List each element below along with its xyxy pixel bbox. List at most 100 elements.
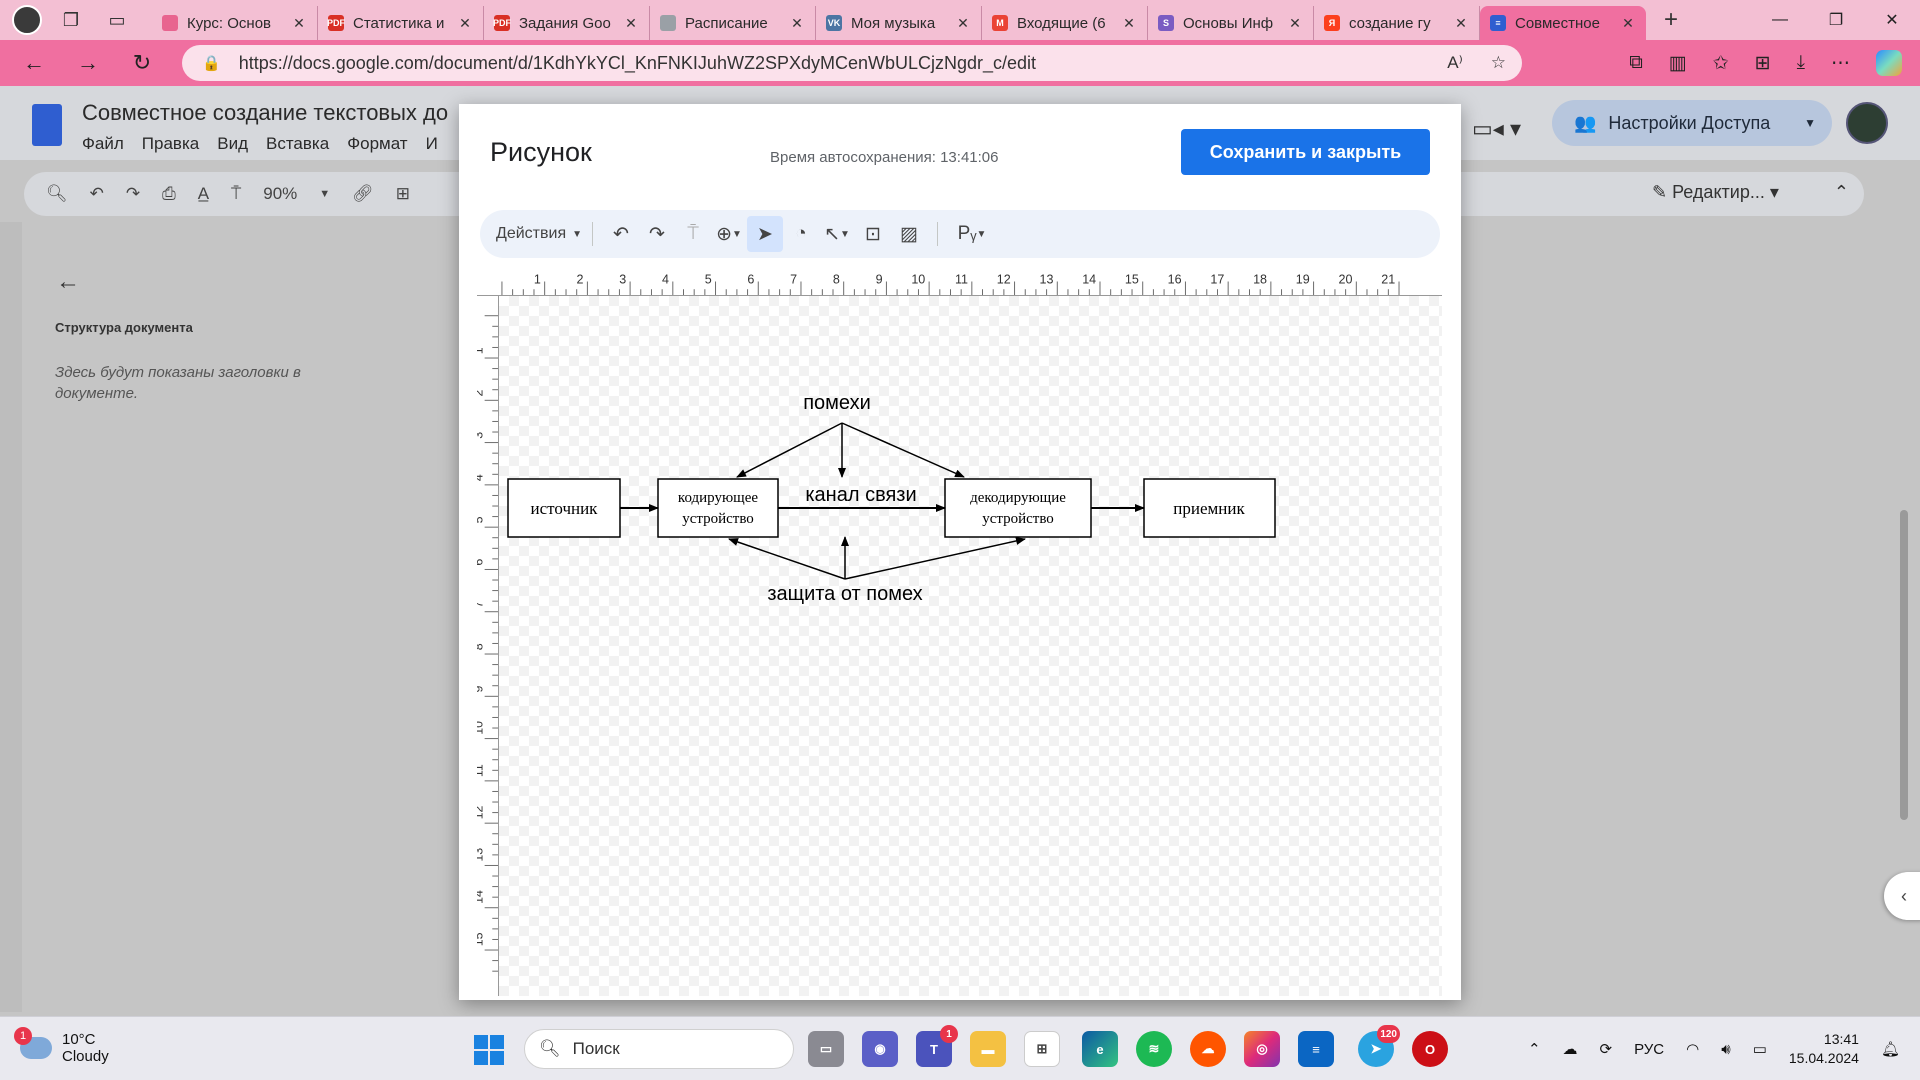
language-indicator[interactable]: РУС — [1634, 1040, 1665, 1058]
more-icon[interactable]: ⋯ — [1831, 52, 1850, 74]
browser-tab-active[interactable]: ≡Совместное✕ — [1480, 6, 1646, 40]
close-tab-icon[interactable]: ✕ — [459, 14, 471, 31]
save-and-close-button[interactable]: Сохранить и закрыть — [1181, 129, 1430, 175]
box-source[interactable] — [507, 478, 621, 538]
print-icon[interactable]: ⎙ — [162, 184, 176, 203]
redo-icon[interactable]: ↷ — [125, 184, 141, 203]
favorite-star-icon[interactable]: ☆ — [1490, 53, 1506, 72]
workspaces-icon[interactable]: ❐ — [62, 9, 80, 30]
soundcloud-icon[interactable]: ☁ — [1190, 1031, 1226, 1067]
user-avatar[interactable] — [1846, 102, 1888, 144]
chat-icon[interactable]: ◉ — [862, 1031, 898, 1067]
undo-icon[interactable]: ↶ — [613, 223, 629, 245]
paint-format-icon[interactable]: ⍑ — [687, 223, 699, 244]
edge-icon[interactable]: e — [1082, 1031, 1118, 1067]
spotify-icon[interactable]: ≋ — [1136, 1031, 1172, 1067]
actions-menu[interactable]: Действия▼ — [496, 225, 582, 243]
document-scrollbar[interactable] — [1900, 510, 1908, 820]
new-tab-icon[interactable]: + — [1663, 6, 1678, 33]
close-tab-icon[interactable]: ✕ — [1622, 14, 1634, 31]
side-panel-toggle-icon[interactable]: ‹ — [1884, 872, 1920, 920]
url-field[interactable]: 🔒 https://docs.google.com/document/d/1Kd… — [182, 45, 1522, 81]
menu-insert[interactable]: Вставка — [266, 134, 330, 153]
text-box-icon[interactable]: ⊡ — [865, 223, 881, 245]
menu-file[interactable]: Файл — [82, 134, 124, 153]
close-tab-icon[interactable]: ✕ — [1455, 14, 1467, 31]
notifications-icon[interactable]: 🔔︎ — [1880, 1041, 1900, 1058]
line-icon[interactable]: ↖▼ — [824, 223, 850, 245]
wifi-icon[interactable]: ◠ — [1686, 1041, 1700, 1058]
drawing-canvas[interactable]: источник кодирующее устройство декодирую… — [499, 296, 1442, 996]
clock[interactable]: 13:41 15.04.2024 — [1789, 1030, 1859, 1068]
task-view-icon[interactable]: ▭ — [808, 1031, 844, 1067]
split-screen-icon[interactable]: ▥ — [1668, 52, 1687, 74]
close-tab-icon[interactable]: ✕ — [293, 14, 305, 31]
file-explorer-icon[interactable]: ▬ — [970, 1031, 1006, 1067]
search-icon[interactable]: 🔍︎ — [46, 184, 68, 203]
restore-icon[interactable]: ❐ — [1828, 12, 1844, 29]
image-icon[interactable]: ▨ — [900, 223, 918, 245]
arrow-protection-to-encoder[interactable] — [728, 538, 846, 580]
meet-camera-icon[interactable]: ▭◂ ▾ — [1472, 116, 1521, 141]
arrow-noise-to-encoder[interactable] — [736, 422, 843, 478]
browser-tab[interactable]: Расписание✕ — [650, 6, 816, 40]
weather-widget[interactable]: 1 10°C Cloudy — [14, 1027, 109, 1065]
label-noise[interactable]: помехи — [803, 392, 871, 414]
redo-icon[interactable]: ↷ — [649, 223, 665, 245]
label-channel[interactable]: канал связи — [805, 484, 916, 506]
close-tab-icon[interactable]: ✕ — [1123, 14, 1135, 31]
box-encoder[interactable] — [657, 478, 779, 538]
minimize-icon[interactable]: — — [1772, 11, 1788, 28]
close-tab-icon[interactable]: ✕ — [957, 14, 969, 31]
opera-icon[interactable]: O — [1412, 1031, 1448, 1067]
start-icon[interactable] — [474, 1035, 504, 1065]
document-title[interactable]: Совместное создание текстовых до — [82, 100, 449, 125]
tab-actions-icon[interactable]: ▭ — [108, 9, 126, 30]
zoom-icon[interactable]: ⊕▼ — [716, 223, 742, 245]
close-tab-icon[interactable]: ✕ — [625, 14, 637, 31]
downloads-icon[interactable]: ⤓ — [1796, 52, 1805, 73]
shape-icon[interactable]: ◔ — [795, 223, 807, 244]
undo-icon[interactable]: ↶ — [89, 184, 104, 203]
editing-mode-select[interactable]: ✎ Редактир... ▾ ⌃ — [1652, 182, 1849, 202]
chevron-down-icon[interactable]: ▼ — [1804, 116, 1816, 130]
store-icon[interactable]: ⊞ — [1024, 1031, 1060, 1067]
collections-icon[interactable]: ⊞ — [1754, 52, 1771, 74]
browser-profile-avatar[interactable] — [12, 5, 42, 35]
comment-icon[interactable]: ⊞ — [395, 184, 411, 203]
instagram-icon[interactable]: ◎ — [1244, 1031, 1280, 1067]
word-art-icon[interactable]: Pᵧ▼ — [957, 223, 987, 244]
arrow-noise-to-decoder[interactable] — [841, 422, 965, 478]
extensions-icon[interactable]: ⧉ — [1629, 52, 1643, 73]
onedrive-icon[interactable]: ☁ — [1562, 1041, 1578, 1058]
arrow-protection-to-decoder[interactable] — [844, 537, 1026, 580]
back-icon[interactable]: ← — [23, 50, 45, 75]
browser-tab[interactable]: Курс: Основ✕ — [152, 6, 318, 40]
taskbar-search[interactable]: 🔍︎ Поиск — [524, 1029, 794, 1069]
reload-icon[interactable]: ↻ — [132, 50, 152, 75]
menu-tools[interactable]: И — [425, 134, 438, 153]
forward-icon[interactable]: → — [77, 50, 99, 75]
read-aloud-icon[interactable]: A⁾ — [1447, 53, 1463, 72]
label-protection[interactable]: защита от помех — [767, 583, 922, 605]
notes-app-icon[interactable]: ≡ — [1298, 1031, 1334, 1067]
copilot-icon[interactable] — [1876, 50, 1902, 76]
spellcheck-icon[interactable]: A̲ — [197, 184, 210, 203]
menu-format[interactable]: Формат — [347, 134, 408, 153]
outline-back-icon[interactable]: ← — [56, 268, 80, 295]
menu-edit[interactable]: Правка — [141, 134, 200, 153]
share-button[interactable]: 👥 Настройки Доступа ▼ — [1552, 100, 1832, 146]
chevron-down-icon[interactable]: ▼ — [319, 188, 331, 200]
zoom-select[interactable]: 90% — [263, 184, 298, 203]
box-decoder[interactable] — [944, 478, 1092, 538]
battery-icon[interactable]: ▭ — [1752, 1041, 1767, 1058]
sync-icon[interactable]: ⟳ — [1599, 1041, 1613, 1058]
telegram-icon[interactable]: ➤120 — [1358, 1025, 1400, 1067]
show-hidden-icons-icon[interactable]: ⌃ — [1527, 1041, 1541, 1058]
